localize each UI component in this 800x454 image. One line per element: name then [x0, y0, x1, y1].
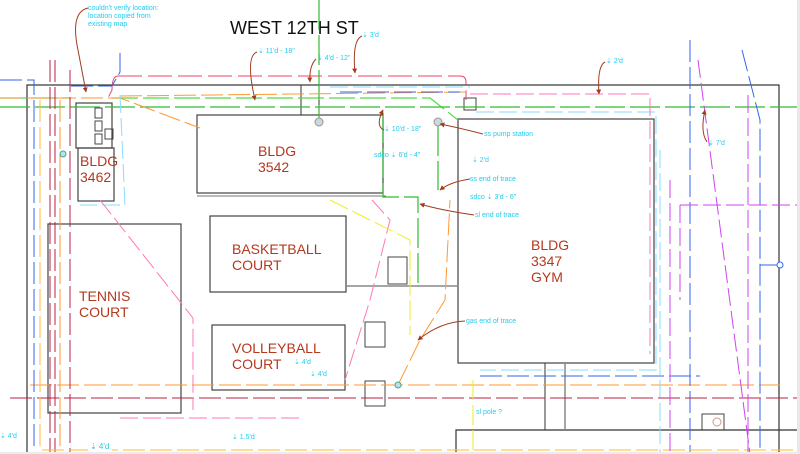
ss-pump-station-note: ss pump station	[484, 131, 533, 138]
verify-note-line-3: existing map	[88, 21, 127, 28]
high-voltage-line	[10, 60, 800, 454]
sl-end-note: sl end of trace	[475, 212, 519, 219]
depth-note-2-top: ⇣ 2'd	[606, 57, 623, 65]
bldg-3347-label-1: BLDG	[531, 237, 569, 253]
manhole-icon	[394, 381, 402, 389]
depth-note-7: ⇣ 7'd	[708, 139, 725, 147]
bldg-3462-label-1: BLDG	[80, 153, 118, 169]
bldg-3542-label-1: BLDG	[258, 143, 296, 159]
bldg-3347-label-3: GYM	[531, 269, 563, 285]
manhole-icon	[314, 117, 324, 127]
depth-note-4-12: ⇣ 4'd - 12"	[317, 54, 351, 62]
sdco-note-6-4: sdco ⇣ 6'd - 4"	[374, 151, 421, 159]
street-light-line	[99, 93, 651, 419]
bottom-edge	[0, 452, 800, 454]
tennis-label-1: TENNIS	[79, 288, 130, 304]
depth-note-1-5: ⇣ 1.5'd	[232, 433, 255, 441]
depth-note-11-18: ⇣ 11'd - 18"	[258, 47, 295, 55]
site-boundary	[26, 84, 780, 454]
depth-note-4-left: ⇣ 4'd	[0, 432, 17, 440]
volleyball-label-1: VOLLEYBALL	[232, 340, 321, 356]
storm-drain-line	[0, 0, 800, 286]
sdco-note-3-6: sdco ⇣ 3'd - 6"	[470, 193, 517, 201]
basketball-court[interactable]: BASKETBALL COURT	[209, 215, 458, 293]
depth-note-3: ⇣ 3'd	[362, 31, 379, 39]
depth-note-4-b: ⇣ 4'd	[310, 370, 327, 378]
verify-note-line-2: location copied from	[88, 13, 151, 20]
depth-note-2-ss: ⇣ 2'd	[472, 156, 489, 164]
depth-note-4-bottom-backdrop	[88, 441, 112, 451]
basketball-label-2: COURT	[232, 257, 282, 273]
depth-note-4-bottom: ⇣ 4'd	[90, 442, 109, 451]
gas-end-note: gas end of trace	[466, 318, 516, 325]
manhole-icon	[712, 417, 722, 427]
pump-station-icon	[433, 117, 443, 127]
ss-end-note: ss end of trace	[470, 176, 516, 183]
building-3347-gym[interactable]: BLDG 3347 GYM	[457, 97, 655, 364]
bldg-3542-label-2: 3542	[258, 159, 289, 175]
water-line	[0, 40, 780, 454]
building-south	[455, 429, 800, 454]
tv-line	[39, 100, 800, 451]
scrollbar[interactable]	[797, 0, 800, 454]
bldg-3462-label-2: 3462	[80, 169, 111, 185]
bldg-3347-label-2: 3347	[531, 253, 562, 269]
unknown-utility-line	[669, 59, 800, 454]
volleyball-court[interactable]: VOLLEYBALL COURT	[211, 324, 346, 391]
tennis-label-2: COURT	[79, 304, 129, 320]
storm-sewer-line	[0, 97, 459, 121]
utility-vault	[364, 380, 386, 407]
electric-line	[107, 75, 467, 100]
sl-pole-note: sl pole ?	[476, 409, 502, 416]
manhole-icon	[59, 150, 67, 158]
verify-note: couldn't verify location: location copie…	[75, 5, 159, 93]
street-name-label: WEST 12TH ST	[230, 18, 359, 38]
telephone-line	[0, 91, 780, 450]
tennis-court[interactable]: TENNIS COURT	[47, 223, 182, 414]
utility-vault	[364, 321, 386, 348]
building-3462[interactable]: BLDG 3462	[75, 102, 118, 202]
basketball-label-1: BASKETBALL	[232, 241, 322, 257]
depth-note-4-a: ⇣ 4'd	[294, 358, 311, 366]
gas-line	[329, 199, 474, 454]
depth-note-10-18: ⇣ 10'd - 18"	[384, 125, 422, 133]
valve-icon	[776, 261, 784, 269]
irrigation-line	[80, 86, 661, 454]
verify-note-line-1: couldn't verify location:	[88, 5, 159, 12]
building-3542[interactable]: BLDG 3542	[196, 85, 386, 197]
volleyball-label-2: COURT	[232, 356, 282, 372]
